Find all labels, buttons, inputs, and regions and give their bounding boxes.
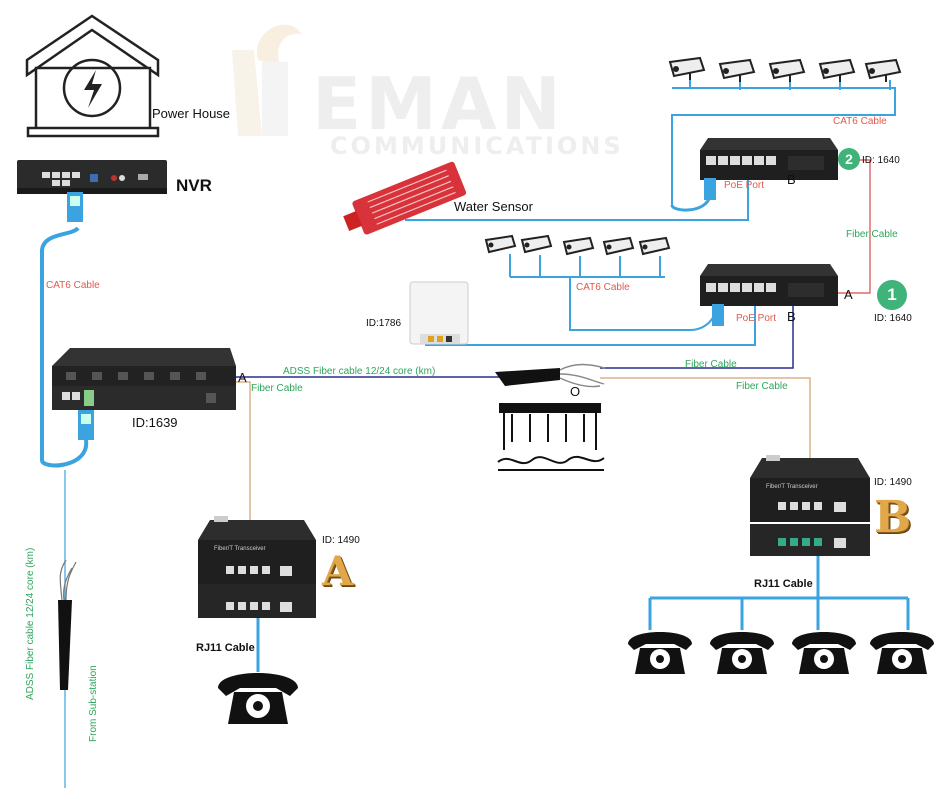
fiber-transceiver-a [198,516,316,618]
switch-top-port-b: B [787,172,796,187]
cctv-camera-icon [520,234,553,254]
cat6-cable-label-top: CAT6 Cable [833,116,887,127]
fiber-cable-label-right-1: Fiber Cable [685,359,737,370]
cctv-camera-icon [638,236,671,256]
hub-port-a: A [238,370,247,385]
watermark-brand: EMAN [312,62,565,146]
switch-number-badge-2: 2 [838,148,860,170]
nvr-device [17,160,167,194]
cat6-cable-label-mid: CAT6 Cable [576,282,630,293]
cat6-cable-label-left: CAT6 Cable [46,280,100,291]
ethernet-connector-icon [67,192,83,222]
water-sensor-label: Water Sensor [454,199,533,214]
transceiver-a-letter: A [322,548,354,595]
cctv-camera-icon [562,236,595,256]
router-uplink-cable [425,305,756,346]
fiber-cable-to-transceiver-a [233,381,251,520]
router-id-label: ID:1786 [366,318,402,329]
fiber-hub-device [52,348,236,410]
adss-fiber-label: ADSS Fiber cable 12/24 core (km) [283,366,436,377]
cctv-camera-icon [818,58,856,82]
cctv-camera-icon [718,58,756,82]
transceiver-a-id-label: ID: 1490 [322,535,360,546]
cctv-camera-icon [602,236,635,256]
telephone-icon [870,632,934,674]
cat6-cable-top-cameras [671,78,896,205]
adss-fiber-splice-icon [495,363,606,388]
fiber-cable-navy [600,305,794,369]
ethernet-connector-icon [704,178,716,200]
rj11-cable-label-right: RJ11 Cable [754,578,813,590]
splice-point-label: O [570,384,581,399]
from-substation-label: From Sub-station [88,665,99,742]
power-house-label: Power House [152,106,231,121]
transceiver-b-letter: B [874,492,912,543]
poe-port-label-mid: PoE Port [736,313,777,324]
fiber-cable-label-hub: Fiber Cable [251,383,303,394]
hub-id-label: ID:1639 [132,415,178,430]
transceiver-b-panel-text: Fiber/T Transceiver [766,484,818,490]
id-1640-label-mid: ID: 1640 [874,313,912,324]
rj11-cable-right [648,555,910,630]
water-sensor-device [343,161,467,235]
adss-fiber-vertical-label: ADSS Fiber cable 12/24 core (km) [25,547,36,700]
telephone-icon [792,632,856,674]
fiber-cable-to-transceiver-b [600,377,811,460]
poe-port-label-top: PoE Port [724,180,765,191]
fiber-cable-label-right-2: Fiber Cable [736,381,788,392]
cctv-camera-icon [484,234,517,254]
fiber-cable-label-vertical: Fiber Cable [846,229,898,240]
telephone-icon [218,673,298,724]
poe-switch-top [700,138,838,180]
watermark-subtitle: COMMUNICATIONS [330,132,624,160]
switch-mid-port-a: A [844,287,853,302]
wifi-router-device [409,281,469,345]
dam-hydro-icon [497,403,605,471]
water-sensor-cable [405,180,749,221]
power-house-icon [25,14,160,138]
ethernet-connector-icon [78,410,94,440]
switch-number-badge-1: 1 [877,280,907,310]
poe-switch-mid [700,264,838,306]
ethernet-connector-icon [712,304,724,326]
id-1640-label-top: ID: 1640 [862,155,900,166]
transceiver-b-id-label: ID: 1490 [874,477,912,488]
cctv-camera-icon [668,56,706,80]
rj11-cable-label-left: RJ11 Cable [196,642,255,654]
telephone-icon [710,632,774,674]
switch-mid-port-b: B [787,309,796,324]
cat6-cable-nvr-hub [40,226,89,468]
adss-fiber-cable-left-icon [58,559,77,690]
cctv-camera-icon [768,58,806,82]
nvr-label: NVR [176,176,212,195]
cat6-cable-mid-cameras [509,254,717,331]
telephone-icon [628,632,692,674]
eman-watermark-logo [232,24,302,136]
cctv-camera-icon [864,58,902,82]
fiber-transceiver-b [750,455,870,556]
transceiver-a-panel-text: Fiber/T Transceiver [214,546,266,552]
